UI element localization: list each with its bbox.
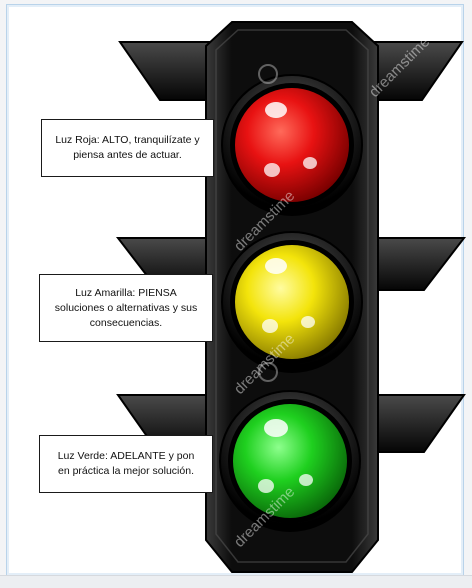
label-green-line-1: Luz Verde: ADELANTE y pon xyxy=(58,449,195,464)
label-red-line-1: Luz Roja: ALTO, tranquilízate y xyxy=(55,133,199,148)
label-green-line-2: en práctica la mejor solución. xyxy=(58,464,195,479)
label-yellow-line-2: soluciones o alternativas y sus xyxy=(55,301,197,316)
label-green-light: Luz Verde: ADELANTE y pon en práctica la… xyxy=(39,435,213,493)
label-red-line-2: piensa antes de actuar. xyxy=(55,148,199,163)
label-red-light: Luz Roja: ALTO, tranquilízate y piensa a… xyxy=(41,119,214,177)
label-yellow-line-1: Luz Amarilla: PIENSA xyxy=(55,286,197,301)
label-yellow-light: Luz Amarilla: PIENSA soluciones o altern… xyxy=(39,274,213,342)
green-light xyxy=(220,391,360,531)
label-yellow-line-3: consecuencias. xyxy=(55,316,197,331)
